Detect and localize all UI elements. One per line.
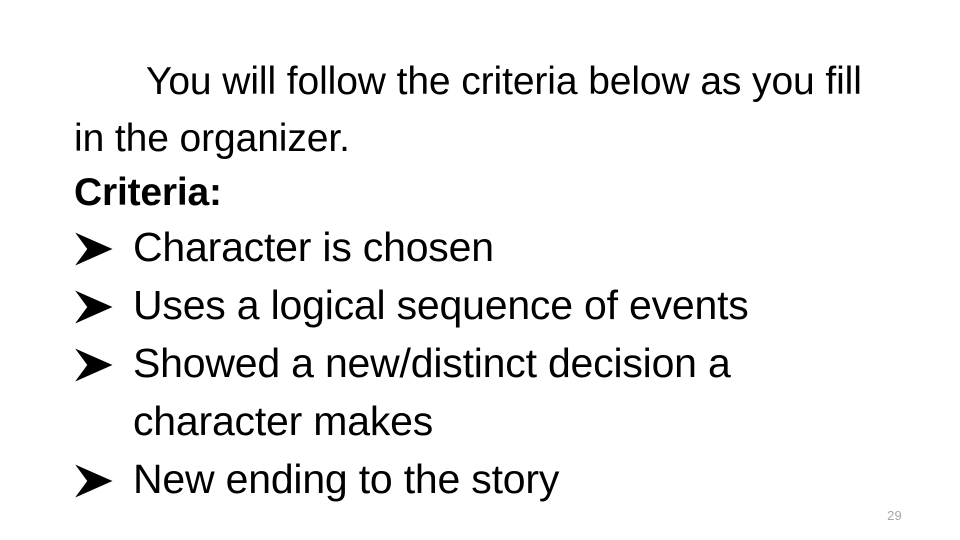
list-item: New ending to the story xyxy=(74,450,904,508)
criteria-list: Character is chosen Uses a logical seque… xyxy=(74,218,904,508)
arrow-bullet-icon xyxy=(74,276,118,334)
page-number: 29 xyxy=(887,508,902,523)
list-item: Showed a new/distinct decision a charact… xyxy=(74,334,904,450)
criteria-block: Criteria: Character is chosen xyxy=(74,168,904,508)
list-item-label: Character is chosen xyxy=(133,224,494,270)
list-item-label: Uses a logical sequence of events xyxy=(133,282,749,328)
list-item: Character is chosen xyxy=(74,218,904,276)
intro-paragraph: You will follow the criteria below as yo… xyxy=(74,60,862,160)
arrow-bullet-icon xyxy=(74,218,118,276)
arrow-bullet-icon xyxy=(74,450,118,508)
arrow-bullet-icon xyxy=(74,334,118,392)
list-item-label: Showed a new/distinct decision a charact… xyxy=(133,340,731,444)
criteria-heading: Criteria: xyxy=(74,171,222,214)
list-item-label: New ending to the story xyxy=(133,456,560,502)
list-item: Uses a logical sequence of events xyxy=(74,276,904,334)
